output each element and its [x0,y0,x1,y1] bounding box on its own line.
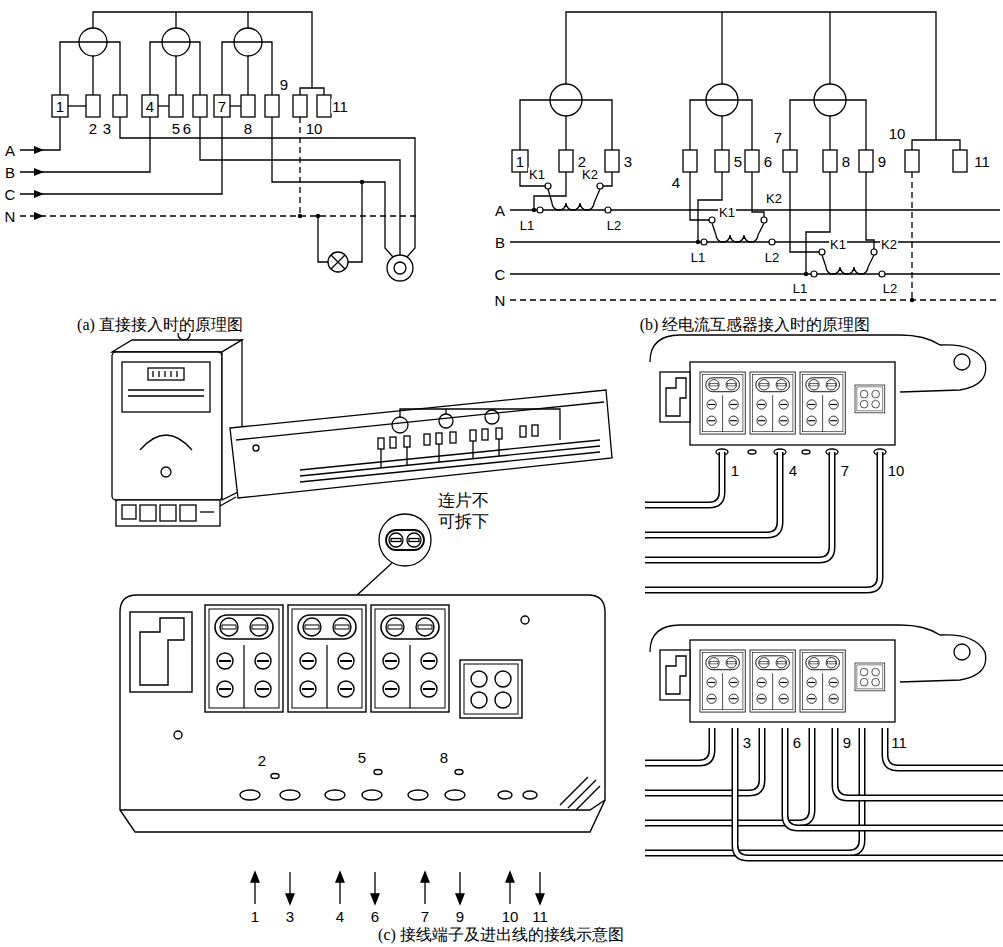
terminal-number: 3 [102,121,112,136]
callout-note: 连片不可拆下 [437,490,492,533]
ct-terminal-label: K1 [718,206,736,219]
ct-terminal-label: K2 [581,168,599,181]
terminal-number: 5 [171,121,181,136]
wire-number: 11 [531,909,549,924]
phase-label: N [494,293,507,308]
terminal-number: 7 [773,130,783,145]
wires [645,728,1003,858]
junction-dots [532,208,914,302]
terminal-number: 5 [733,154,743,169]
phase-label: C [4,187,17,202]
direct-connection-schematic [20,12,420,281]
wire-number: 10 [501,909,520,924]
wires [645,452,880,590]
wire-number: 6 [792,735,802,750]
meter-illustration [112,328,612,526]
terminal-number: 11 [973,154,991,169]
terminal-number: 10 [888,126,907,141]
ct-terminals [537,183,885,277]
terminal-number: 2 [88,121,98,136]
ct-terminal-label: L1 [792,282,808,295]
terminal-number: 2 [577,154,587,169]
entry-exit-arrows [251,872,544,904]
wire-number: 3 [742,735,752,750]
phase-label: C [494,267,507,282]
subfigure-caption: (c) 接线端子及进出线的接线示意图 [377,927,625,943]
wire-number: 3 [285,909,295,924]
ct-terminal-label: L2 [882,282,898,295]
terminal-number: 8 [841,154,851,169]
ct-terminal-label: L2 [764,251,780,264]
terminal-number: 7 [217,99,227,114]
terminal-number: 9 [279,77,289,92]
ct-terminal-label: L1 [519,219,535,232]
terminal-number: 10 [305,121,324,136]
terminal-number: 8 [243,121,253,136]
terminal-number: 4 [145,99,155,114]
wire-number: 1 [730,463,740,478]
ct-terminal-label: K1 [829,238,847,251]
terminal-block [120,595,605,832]
subfigure-caption: (a) 直接接入时的原理图 [76,317,244,333]
wire-number: 7 [840,463,850,478]
wire-number: 1 [250,909,260,924]
ct-connection-schematic [510,12,1000,300]
arrowheads [34,146,364,220]
wire-number: 6 [370,909,380,924]
terminal-number: 6 [763,154,773,169]
wire-number: 10 [887,463,906,478]
subfigure-caption: (b) 经电流互感器接入时的原理图 [639,317,872,333]
phase-label: A [4,143,16,158]
terminal-number: 8 [439,750,449,765]
terminal-number: 1 [55,99,65,114]
phase-label: B [4,165,16,180]
terminal-number: 4 [671,175,681,190]
ct-terminal-label: L1 [690,251,706,264]
outgoing-wiring-view [650,625,986,722]
wire-number: 4 [335,909,345,924]
phase-label: A [494,203,506,218]
terminal-number: 11 [331,99,349,114]
ct-terminal-label: K1 [528,168,546,181]
terminal-number: 9 [877,154,887,169]
ct-terminal-label: L2 [606,219,622,232]
wire-number: 4 [788,463,798,478]
phase-label: N [4,209,17,224]
terminal-number: 5 [357,750,367,765]
ct-terminal-label: K2 [880,238,898,251]
terminal-number: 2 [257,753,267,768]
terminal-number: 6 [182,121,192,136]
wire-number: 7 [420,909,430,924]
wire-number: 11 [890,735,908,750]
phase-label: B [494,235,506,250]
terminal-number: 3 [623,154,633,169]
incoming-wiring-view [650,335,986,455]
terminal-number: 1 [515,154,525,169]
wire-number: 9 [842,735,852,750]
wire-number: 9 [455,909,465,924]
ct-terminal-label: K2 [765,192,783,205]
